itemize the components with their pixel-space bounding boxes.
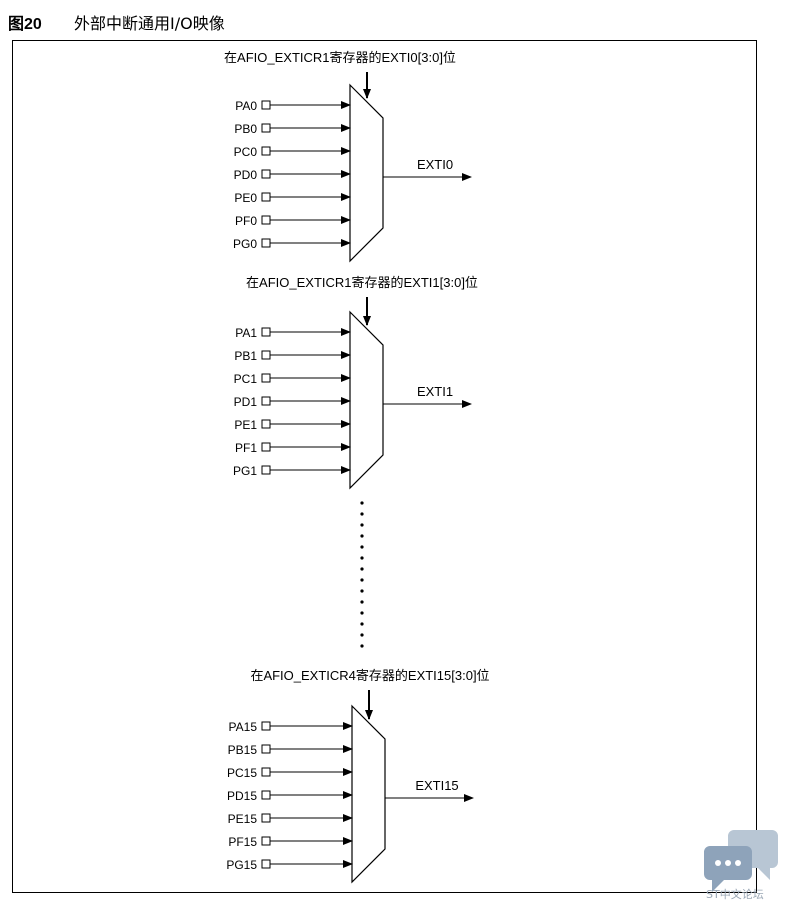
input-pin-square <box>261 767 271 777</box>
ellipsis-dot <box>360 523 364 527</box>
multiplexer-shape <box>349 310 384 490</box>
input-pin-label: PA1 <box>235 326 257 340</box>
input-pin-square <box>261 790 271 800</box>
input-pin-square <box>261 744 271 754</box>
ellipsis-dot <box>360 556 364 560</box>
input-pin-label: PF15 <box>228 835 257 849</box>
input-pin-label: PD15 <box>227 789 257 803</box>
input-pin-square <box>261 465 271 475</box>
output-line-label: EXTI15 <box>415 778 458 793</box>
input-pin-label: PD1 <box>234 395 258 409</box>
input-pin-label: PE0 <box>234 191 257 205</box>
input-pin-square <box>261 123 271 133</box>
ellipsis-dot <box>360 534 364 538</box>
input-pin-label: PF1 <box>235 441 257 455</box>
input-pin-label: PG15 <box>226 858 257 872</box>
input-pin-label: PB15 <box>228 743 258 757</box>
figure-caption: 图20 外部中断通用I/O映像 <box>8 10 225 34</box>
ellipsis-dots <box>360 501 364 648</box>
figure-number: 图20 <box>8 16 42 33</box>
ellipsis-dot <box>360 578 364 582</box>
multiplexer-shape <box>349 83 384 263</box>
ellipsis-dot <box>360 567 364 571</box>
mux-block-exti15: 在AFIO_EXTICR4寄存器的EXTI15[3:0]位 PA15PB15PC1… <box>226 668 490 884</box>
input-pin-label: PE1 <box>234 418 257 432</box>
figure-title: 外部中断通用I/O映像 <box>74 14 225 33</box>
ellipsis-dot <box>360 644 364 648</box>
input-pin-label: PB1 <box>234 349 257 363</box>
mux-block-exti0: 在AFIO_EXTICR1寄存器的EXTI0[3:0]位 PA0PB0PC0PD0… <box>224 50 472 263</box>
ellipsis-dot <box>360 589 364 593</box>
input-pin-square <box>261 419 271 429</box>
input-pin-square <box>261 396 271 406</box>
input-pin-label: PC1 <box>234 372 258 386</box>
ellipsis-dot <box>360 501 364 505</box>
select-bits-label: 在AFIO_EXTICR1寄存器的EXTI1[3:0]位 <box>246 275 478 290</box>
watermark-text: ST中文论坛 <box>706 888 764 901</box>
input-pin-label: PB0 <box>234 122 257 136</box>
ellipsis-dot <box>360 545 364 549</box>
output-line-label: EXTI0 <box>417 157 453 172</box>
input-pin-square <box>261 721 271 731</box>
ellipsis-dot <box>360 633 364 637</box>
input-pin-label: PF0 <box>235 214 257 228</box>
input-pin-label: PD0 <box>234 168 258 182</box>
input-pin-label: PG1 <box>233 464 257 478</box>
input-pin-square <box>261 238 271 248</box>
input-pin-label: PC0 <box>234 145 258 159</box>
input-pin-square <box>261 442 271 452</box>
input-pin-square <box>261 859 271 869</box>
output-line-label: EXTI1 <box>417 384 453 399</box>
input-pin-square <box>261 215 271 225</box>
input-pin-label: PA15 <box>229 720 258 734</box>
input-pin-label: PC15 <box>227 766 257 780</box>
input-pin-square <box>261 100 271 110</box>
select-bits-label: 在AFIO_EXTICR1寄存器的EXTI0[3:0]位 <box>224 50 456 65</box>
input-pin-square <box>261 813 271 823</box>
ellipsis-dot <box>360 512 364 516</box>
mux-block-exti1: 在AFIO_EXTICR1寄存器的EXTI1[3:0]位 PA1PB1PC1PD1… <box>233 275 478 490</box>
multiplexer-shape <box>351 704 386 884</box>
input-pin-label: PE15 <box>228 812 258 826</box>
input-pin-square <box>261 350 271 360</box>
diagram-frame <box>12 40 757 893</box>
input-pin-square <box>261 836 271 846</box>
input-pin-label: PG0 <box>233 237 257 251</box>
chat-bubbles-icon <box>700 828 780 908</box>
input-pin-square <box>261 169 271 179</box>
input-pin-square <box>261 327 271 337</box>
input-pin-square <box>261 146 271 156</box>
input-pin-square <box>261 373 271 383</box>
ellipsis-dot <box>360 611 364 615</box>
ellipsis-dot <box>360 622 364 626</box>
input-pin-label: PA0 <box>235 99 257 113</box>
select-bits-label: 在AFIO_EXTICR4寄存器的EXTI15[3:0]位 <box>250 668 489 683</box>
input-pin-square <box>261 192 271 202</box>
ellipsis-dot <box>360 600 364 604</box>
